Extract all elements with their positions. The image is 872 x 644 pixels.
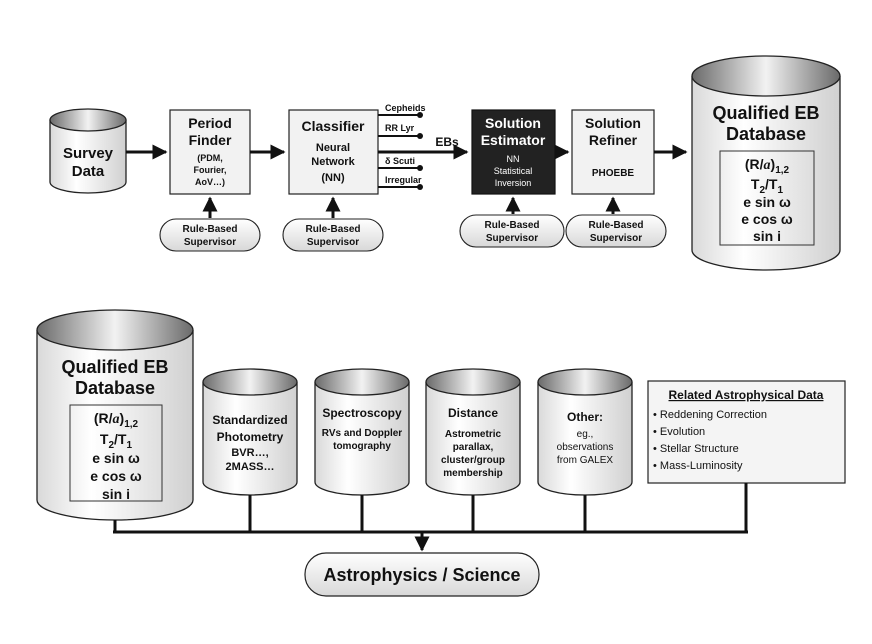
svg-text:RVs and Doppler: RVs and Doppler <box>322 428 402 439</box>
science-label: Astrophysics / Science <box>323 565 520 585</box>
svg-text:membership: membership <box>443 468 502 479</box>
svg-text:tomography: tomography <box>333 441 391 452</box>
svg-text:from GALEX: from GALEX <box>557 455 613 466</box>
related-item-1: • Reddening Correction <box>653 409 767 421</box>
classifier-title: Classifier <box>301 118 365 134</box>
output-irregular: Irregular <box>385 175 422 185</box>
solution-refiner-box: Solution Refiner PHOEBE <box>571 109 655 195</box>
related-item-2: • Evolution <box>653 426 705 438</box>
top-db-param-5: sin i <box>753 228 781 244</box>
svg-text:Supervisor: Supervisor <box>184 237 236 248</box>
top-db-param-4: e cos ω <box>741 211 793 227</box>
survey-data-cylinder: Survey Data <box>49 108 127 194</box>
refiner-sub-1: PHOEBE <box>592 168 635 179</box>
supervisor-refiner: Rule-Based Supervisor <box>565 196 667 248</box>
svg-text:Supervisor: Supervisor <box>486 233 538 244</box>
survey-label-1: Survey <box>63 145 114 162</box>
output-rr-lyr: RR Lyr <box>385 123 415 133</box>
classifier-outputs: Cepheids RR Lyr δ Scuti Irregular <box>378 103 426 190</box>
period-finder-sub-2: Fourier, <box>193 165 226 175</box>
supervisor-period: Rule-Based Supervisor <box>159 196 261 252</box>
supervisor-estimator: Rule-Based Supervisor <box>459 196 565 248</box>
bottom-db-param-4: e cos ω <box>90 468 142 484</box>
svg-text:Standardized: Standardized <box>212 413 287 427</box>
classifier-sub-3: (NN) <box>321 172 345 184</box>
svg-text:Rule-Based: Rule-Based <box>305 224 360 235</box>
period-finder-title-1: Period <box>188 115 232 131</box>
qualified-db-bottom-cylinder: Qualified EB Database (R/a)1,2 T2/T1 e s… <box>36 309 194 521</box>
svg-text:eg.,: eg., <box>577 429 594 440</box>
distance-cylinder: Distance Astrometric parallax, cluster/g… <box>425 368 521 496</box>
period-finder-sub-3: AoV…) <box>195 177 225 187</box>
bottom-db-title-1: Qualified EB <box>61 357 168 377</box>
refiner-title-2: Refiner <box>589 132 638 148</box>
svg-text:cluster/group: cluster/group <box>441 455 505 466</box>
estimator-title-2: Estimator <box>481 132 546 148</box>
bottom-db-param-2: T2/T1 <box>100 431 133 451</box>
svg-text:observations: observations <box>557 442 614 453</box>
svg-text:2MASS…: 2MASS… <box>226 461 275 473</box>
classifier-sub-2: Network <box>311 156 355 168</box>
svg-text:Spectroscopy: Spectroscopy <box>322 406 402 420</box>
refiner-title-1: Solution <box>585 115 641 131</box>
survey-label-2: Data <box>72 163 105 180</box>
output-cepheids: Cepheids <box>385 103 426 113</box>
solution-estimator-box: Solution Estimator NN Statistical Invers… <box>471 109 556 195</box>
bottom-db-param-5: sin i <box>102 486 130 502</box>
svg-text:BVR…,: BVR…, <box>231 447 268 459</box>
top-db-param-3: e sin ω <box>743 194 791 210</box>
top-db-param-2: T2/T1 <box>751 176 784 196</box>
estimator-sub-3: Inversion <box>495 178 532 188</box>
estimator-title-1: Solution <box>485 115 541 131</box>
supervisor-classifier: Rule-Based Supervisor <box>282 196 384 252</box>
other-cylinder: Other: eg., observations from GALEX <box>537 368 633 496</box>
svg-text:Rule-Based: Rule-Based <box>182 224 237 235</box>
connector-lines <box>113 483 748 534</box>
related-data-box: Related Astrophysical Data • Reddening C… <box>647 380 846 484</box>
top-db-title-2: Database <box>726 124 806 144</box>
period-finder-sub-1: (PDM, <box>197 153 223 163</box>
ebs-label: EBs <box>435 135 459 149</box>
spectroscopy-cylinder: Spectroscopy RVs and Doppler tomography <box>314 368 410 496</box>
related-item-3: • Stellar Structure <box>653 443 739 455</box>
science-pill: Astrophysics / Science <box>304 552 540 597</box>
svg-text:Distance: Distance <box>448 406 498 420</box>
related-item-4: • Mass-Luminosity <box>653 460 743 472</box>
top-db-title-1: Qualified EB <box>712 103 819 123</box>
estimator-sub-2: Statistical <box>494 166 533 176</box>
related-title: Related Astrophysical Data <box>669 388 824 402</box>
estimator-sub-1: NN <box>507 154 520 164</box>
classifier-sub-1: Neural <box>316 142 350 154</box>
period-finder-box: Period Finder (PDM, Fourier, AoV…) <box>169 109 251 195</box>
period-finder-title-2: Finder <box>189 132 232 148</box>
svg-text:parallax,: parallax, <box>453 442 494 453</box>
svg-text:Rule-Based: Rule-Based <box>588 220 643 231</box>
svg-text:Supervisor: Supervisor <box>590 233 642 244</box>
bottom-db-title-2: Database <box>75 378 155 398</box>
svg-text:Supervisor: Supervisor <box>307 237 359 248</box>
qualified-db-top-cylinder: Qualified EB Database (R/a)1,2 T2/T1 e s… <box>691 55 841 271</box>
svg-text:Photometry: Photometry <box>217 430 284 444</box>
bottom-db-param-3: e sin ω <box>92 450 140 466</box>
photometry-cylinder: Standardized Photometry BVR…, 2MASS… <box>202 368 298 496</box>
classifier-box: Classifier Neural Network (NN) <box>288 109 379 195</box>
output-delta-scuti: δ Scuti <box>385 156 415 166</box>
svg-text:Astrometric: Astrometric <box>445 429 502 440</box>
svg-text:Rule-Based: Rule-Based <box>484 220 539 231</box>
svg-text:Other:: Other: <box>567 410 603 424</box>
